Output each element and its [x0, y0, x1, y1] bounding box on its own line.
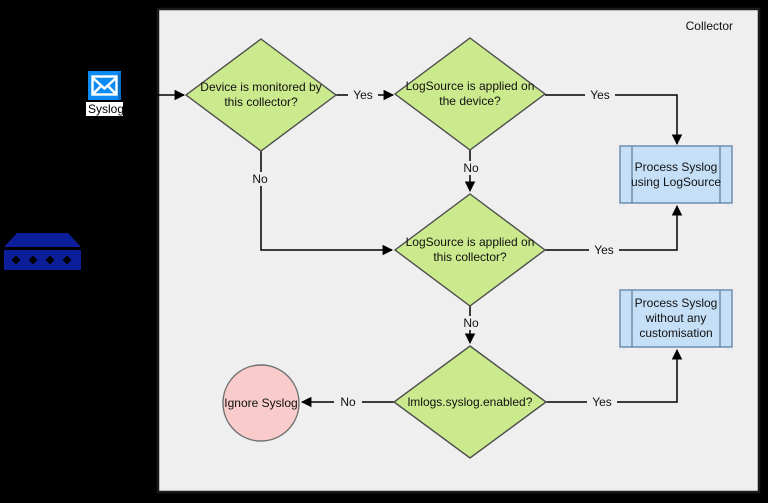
- decision-logsource-device: [393, 37, 547, 151]
- edge-label-lmlogs-enabled-no: No: [334, 395, 362, 409]
- process-without-customisation-label: Process Syslog without any customisation: [634, 296, 718, 340]
- decision-device-monitored-label: Device is monitored by this collector?: [200, 80, 322, 109]
- process-without-customisation-shape: [619, 289, 733, 348]
- edge-label-device-monitored-no: No: [246, 172, 274, 186]
- decision-lmlogs-enabled-label: lmlogs.syslog.enabled?: [407, 395, 533, 409]
- decision-logsource-collector-label: LogSource is applied on this collector?: [405, 235, 535, 264]
- syslog-source-label: Syslog: [86, 102, 125, 116]
- edge-label-logsource-collector-yes: Yes: [589, 243, 619, 257]
- decision-logsource-collector: [393, 193, 547, 307]
- decision-logsource-device-label: LogSource is applied on the device?: [405, 79, 535, 108]
- mail-icon: [88, 71, 121, 100]
- terminator-ignore-syslog: [222, 364, 300, 442]
- edge-label-lmlogs-enabled-yes: Yes: [587, 395, 617, 409]
- edge-label-device-monitored-yes: Yes: [348, 88, 378, 102]
- decision-device-monitored: [184, 38, 338, 152]
- network-device-icon: [4, 233, 81, 270]
- process-with-logsource-shape: [619, 145, 733, 204]
- collector-frame-label: Collector: [685, 19, 733, 33]
- process-with-logsource-label: Process Syslog using LogSource: [630, 160, 722, 189]
- terminator-ignore-syslog-label: Ignore Syslog: [224, 396, 298, 410]
- decision-lmlogs-enabled: [392, 345, 548, 459]
- edge-label-logsource-collector-no: No: [457, 316, 485, 330]
- edge-label-logsource-device-no: No: [457, 161, 485, 175]
- edge-label-logsource-device-yes: Yes: [585, 88, 615, 102]
